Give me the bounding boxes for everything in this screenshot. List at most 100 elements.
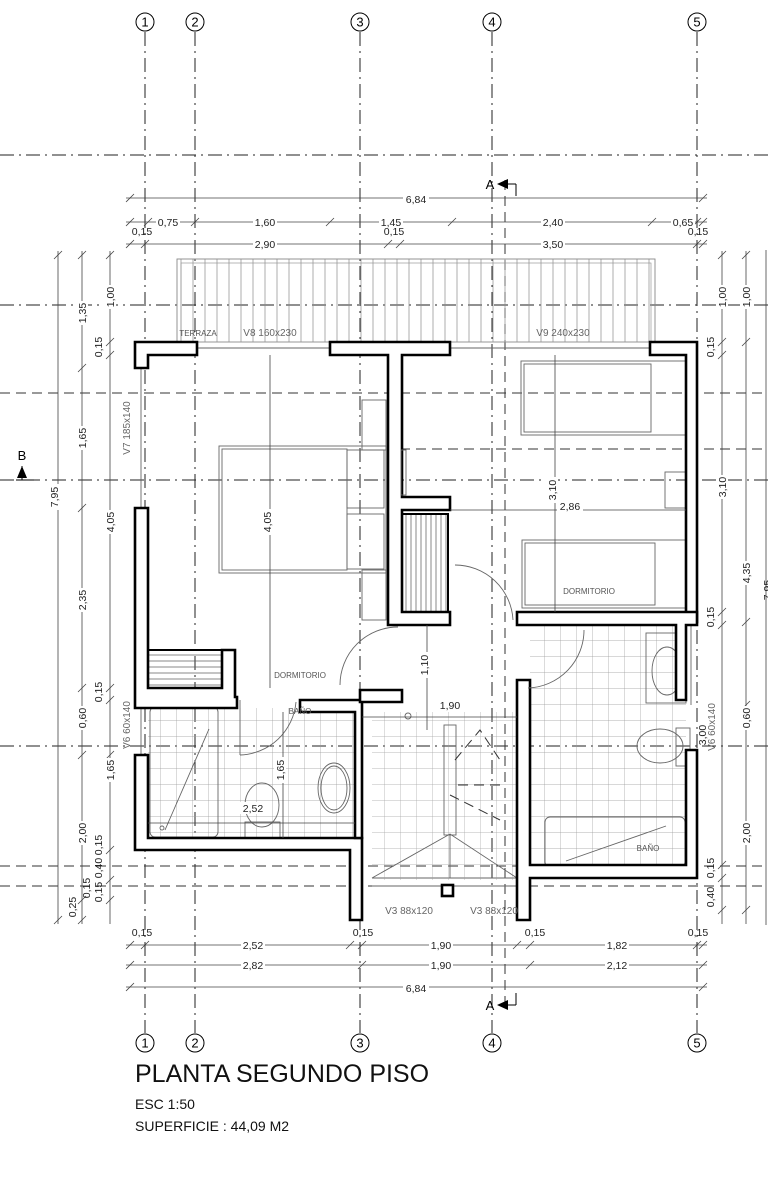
room-label-dormitorio-right: DORMITORIO	[563, 587, 615, 596]
dimension-label: 2,82	[243, 960, 264, 972]
toilet-right	[636, 727, 691, 767]
grid-bubble	[482, 1033, 502, 1053]
svg-text:A: A	[486, 998, 495, 1013]
dimension-label: 0,15	[705, 607, 717, 628]
dimension-label: 0,75	[158, 217, 179, 229]
grid-axis-label: 2	[191, 1036, 198, 1051]
dimension-label: 0,15	[525, 927, 546, 939]
section-mark-a-top: A	[486, 177, 517, 196]
grid-axis-label: 4	[488, 15, 495, 30]
dimension-label: 6,84	[406, 983, 427, 995]
dimension-label: 1,90	[440, 700, 461, 712]
drawing-title: PLANTA SEGUNDO PISO	[135, 1060, 429, 1088]
stair-floor	[372, 712, 517, 880]
nightstand	[664, 471, 687, 509]
grid-axis-label: 1	[141, 15, 148, 30]
dimension-label: 4,05	[262, 512, 274, 533]
section-mark-b: B	[16, 448, 34, 481]
grid-axis-label: 2	[191, 15, 198, 30]
dimension-label: 3,50	[543, 239, 564, 251]
grid-axis-bubbles: 1 1 2 2 3 3 4 4 5 5	[135, 12, 707, 1053]
dimension-label: 1,35	[77, 303, 89, 324]
dimension-label: 2,12	[607, 960, 628, 972]
window-label-v6-right: V6 60x140	[707, 703, 718, 751]
dimension-label: 0,15	[93, 882, 105, 903]
dimension-label: 2,40	[543, 217, 564, 229]
svg-text:A: A	[486, 177, 495, 192]
dimension-label: 3,00	[697, 725, 709, 746]
bath-left-floor	[148, 708, 355, 838]
room-label-bano-left: BAÑO	[289, 707, 312, 716]
dimension-label: 0,40	[705, 887, 717, 908]
dimension-label: 1,65	[105, 760, 117, 781]
dimension-label: 0,65	[673, 217, 694, 229]
dimension-label: 0,15	[93, 682, 105, 703]
grid-axis-label: 4	[488, 1036, 495, 1051]
dimension-label: 0,15	[384, 226, 405, 238]
grid-bubble	[687, 12, 707, 32]
dimension-label: 1,00	[105, 287, 117, 308]
dimension-label: 1,90	[431, 960, 452, 972]
grid-axis-label: 1	[141, 1036, 148, 1051]
dimension-label: 2,35	[77, 590, 89, 611]
dimension-label: 1,00	[741, 287, 753, 308]
dimension-label: 0,15	[93, 835, 105, 856]
single-bed-bottom	[521, 539, 687, 609]
window-label-v7: V7 185x140	[122, 401, 133, 455]
section-mark-a-bottom: A	[486, 993, 517, 1013]
grid-axis-label: 5	[693, 1036, 700, 1051]
room-label-terraza: TERRAZA	[179, 329, 217, 338]
grid-bubble	[687, 1033, 707, 1053]
double-bed	[218, 399, 387, 621]
dimension-label: 0,15	[688, 226, 709, 238]
dimension-label: 2,90	[255, 239, 276, 251]
dimension-label: 0,15	[81, 878, 93, 899]
window-label-v6-left: V6 60x140	[122, 701, 133, 749]
dimension-label: 4,35	[741, 563, 753, 584]
window-label-v3-a: V3 88x120	[385, 906, 433, 917]
dimension-label: 3,10	[717, 477, 729, 498]
dimension-label: 7,95	[762, 580, 768, 601]
dimension-label: 0,15	[705, 858, 717, 879]
dimension-label: 0,15	[705, 337, 717, 358]
walls	[133, 340, 699, 922]
dimension-label: 1,82	[607, 940, 628, 952]
grid-bubble	[350, 12, 370, 32]
room-label-bano-right: BAÑO	[637, 844, 660, 853]
sink-left	[317, 762, 351, 814]
dimension-label: 4,05	[105, 512, 117, 533]
grid-axis-label: 3	[356, 1036, 363, 1051]
dimension-label: 0,15	[353, 927, 374, 939]
grid-bubble	[482, 12, 502, 32]
dimension-label: 0,15	[688, 927, 709, 939]
dimension-label: 2,52	[243, 940, 264, 952]
window-label-v3-b: V3 88x120	[470, 906, 518, 917]
dimension-label: 2,86	[560, 501, 581, 513]
labels: TERRAZA V8 160x230 V9 240x230 V7 185x140…	[122, 328, 718, 917]
dimension-label: 7,95	[49, 487, 61, 508]
dimension-label: 1,00	[717, 287, 729, 308]
dimension-label: 0,25	[67, 897, 79, 918]
dimension-label: 1,65	[275, 760, 287, 781]
grid-axis-label: 5	[693, 15, 700, 30]
single-bed-top	[520, 360, 687, 436]
dimension-label: 0,40	[93, 858, 105, 879]
grid-bubble	[135, 12, 155, 32]
closet-center	[401, 513, 449, 613]
dimension-label: 1,60	[255, 217, 276, 229]
window-label-v8: V8 160x230	[243, 328, 297, 339]
dimension-label: 6,84	[406, 194, 427, 206]
grid-bubble	[350, 1033, 370, 1053]
dimension-label: 0,15	[132, 927, 153, 939]
dimension-label: 0,60	[77, 708, 89, 729]
dimension-label: 3,10	[547, 480, 559, 501]
grid-axis-label: 3	[356, 15, 363, 30]
svg-text:B: B	[18, 448, 27, 463]
dimension-label: 1,45	[381, 217, 402, 229]
drawing-scale: ESC 1:50	[135, 1096, 195, 1112]
dimension-label: 2,00	[77, 823, 89, 844]
dimension-label: 1,90	[431, 940, 452, 952]
bath-right-floor	[530, 625, 686, 865]
dimension-label: 0,15	[93, 337, 105, 358]
